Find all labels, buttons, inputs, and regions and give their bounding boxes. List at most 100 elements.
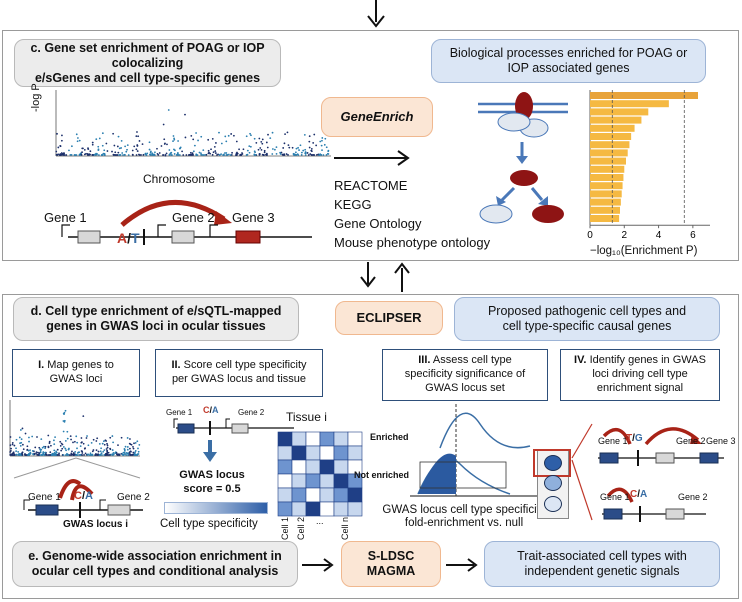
panel-e-result: Trait-associated cell types with indepen… <box>484 541 720 587</box>
manhattan-point <box>263 151 266 154</box>
locus-zoom-lines <box>13 457 141 479</box>
manhattan-point <box>117 151 120 154</box>
enrichment-bar <box>590 108 649 116</box>
manhattan-point <box>32 453 34 455</box>
manhattan-point <box>70 153 73 156</box>
manhattan-point <box>322 154 325 156</box>
manhattan-point <box>163 138 166 141</box>
manhattan-point <box>60 449 63 452</box>
manhattan-point <box>131 149 134 152</box>
heatmap-cell <box>347 431 363 447</box>
manhattan-point <box>103 440 105 443</box>
middle-arrows <box>360 262 410 292</box>
heatmap-cell <box>291 431 307 447</box>
manhattan-point <box>298 149 300 151</box>
manhattan-point <box>134 454 137 456</box>
manhattan-point <box>216 154 218 156</box>
manhattan-point <box>182 154 185 156</box>
manhattan-point <box>176 151 179 154</box>
manhattan-point <box>327 149 330 152</box>
manhattan-point <box>286 131 289 134</box>
manhattan-point <box>11 443 14 446</box>
manhattan-point <box>15 438 18 441</box>
manhattan-point <box>127 452 129 455</box>
manhattan-point <box>47 454 50 456</box>
manhattan-point <box>135 135 138 138</box>
manhattan-point <box>69 153 72 156</box>
manhattan-point <box>63 411 66 414</box>
bar-tick-label: 6 <box>690 230 696 241</box>
manhattan-point <box>45 454 48 456</box>
heatmap-cell <box>333 473 349 489</box>
zoom-bracket <box>571 423 593 521</box>
manhattan-point <box>65 154 68 156</box>
manhattan-point <box>95 449 98 452</box>
manhattan-point <box>112 132 115 135</box>
manhattan-point <box>311 154 314 156</box>
driver-allele: T/G <box>626 433 643 444</box>
manhattan-point <box>271 148 274 150</box>
manhattan-point <box>269 137 272 140</box>
manhattan-point <box>26 449 29 451</box>
manhattan-point <box>37 454 40 456</box>
manhattan-point <box>24 453 27 456</box>
heatmap-cell <box>333 459 349 475</box>
manhattan-point <box>59 145 62 147</box>
manhattan-point <box>158 152 161 154</box>
manhattan-point <box>101 442 104 445</box>
manhattan-point <box>98 137 101 140</box>
manhattan-point <box>86 435 88 437</box>
manhattan-point <box>123 448 126 450</box>
manhattan-point <box>74 450 77 453</box>
manhattan-point <box>70 453 73 456</box>
heatmap-cell <box>291 459 307 475</box>
manhattan-point <box>113 144 116 147</box>
manhattan-point <box>320 154 322 156</box>
manhattan-point <box>249 145 252 148</box>
manhattan-point <box>92 449 95 451</box>
manhattan-point <box>58 454 61 456</box>
manhattan-point <box>56 454 59 456</box>
manhattan-point <box>129 450 132 453</box>
driver-gene-2: Gene 2 <box>676 436 706 446</box>
manhattan-point <box>61 152 64 155</box>
enrichment-bar <box>590 100 669 108</box>
score-down-arrow <box>203 440 217 462</box>
manhattan-point <box>83 148 86 151</box>
manhattan-point <box>53 443 56 446</box>
manhattan-point <box>134 442 137 444</box>
manhattan-point <box>148 148 151 151</box>
manhattan-point <box>61 447 64 450</box>
manhattan-point <box>64 409 67 412</box>
manhattan-point <box>41 453 43 456</box>
locus-label: GWAS locus i <box>63 519 129 530</box>
manhattan-point <box>102 450 105 453</box>
heatmap-cell <box>319 487 335 503</box>
manhattan-point <box>308 135 311 138</box>
manhattan-point <box>118 147 121 150</box>
manhattan-point <box>22 448 25 451</box>
manhattan-point <box>136 131 138 133</box>
manhattan-point <box>10 449 12 452</box>
manhattan-point <box>320 144 323 147</box>
manhattan-point <box>142 153 145 156</box>
manhattan-point <box>34 446 37 449</box>
manhattan-point <box>87 444 90 447</box>
manhattan-point <box>153 153 155 156</box>
manhattan-point <box>246 149 249 152</box>
tissue-label: Tissue i <box>286 410 327 424</box>
manhattan-point <box>19 444 22 447</box>
cell-3 <box>544 496 562 512</box>
manhattan-point <box>12 451 15 454</box>
cell-1 <box>544 455 562 471</box>
enrichment-bar <box>590 182 623 190</box>
manhattan-point <box>86 454 89 456</box>
bar-tick-label: 0 <box>587 230 593 241</box>
heatmap-col-dots: ... <box>316 516 324 526</box>
gene3-box <box>235 230 261 244</box>
manhattan-point <box>287 154 289 156</box>
signal-node <box>510 170 538 186</box>
panel-d-title: d. Cell type enrichment of e/sQTL-mapped… <box>13 297 299 341</box>
manhattan-point <box>90 454 92 456</box>
enrichment-bar <box>590 124 635 132</box>
